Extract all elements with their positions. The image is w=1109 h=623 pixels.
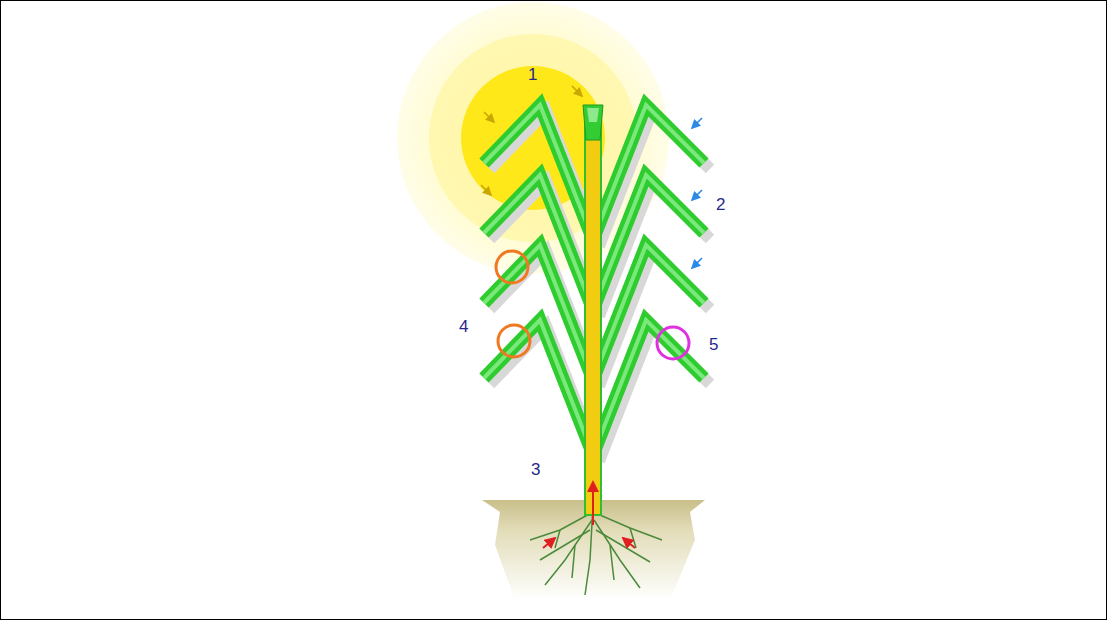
leaf-highlight — [484, 320, 593, 455]
light-arrows — [481, 86, 582, 195]
stem-tip — [583, 105, 603, 140]
water-arrows — [543, 482, 635, 548]
callout-number: 4 — [459, 318, 468, 335]
stem-tip-highlight — [587, 108, 599, 122]
highlight-circle — [498, 325, 530, 357]
callout-number: 2 — [716, 196, 725, 213]
leaf — [593, 320, 704, 455]
air-arrows — [692, 118, 702, 268]
leaf — [484, 320, 593, 455]
callout-number: 3 — [531, 461, 540, 478]
callout-number: 5 — [709, 336, 718, 353]
leaf-highlight — [593, 320, 704, 455]
roots — [530, 505, 662, 595]
callout-number: 1 — [528, 66, 537, 83]
highlight-circle — [657, 327, 689, 359]
highlight-circle — [496, 251, 528, 283]
stem — [585, 125, 601, 515]
